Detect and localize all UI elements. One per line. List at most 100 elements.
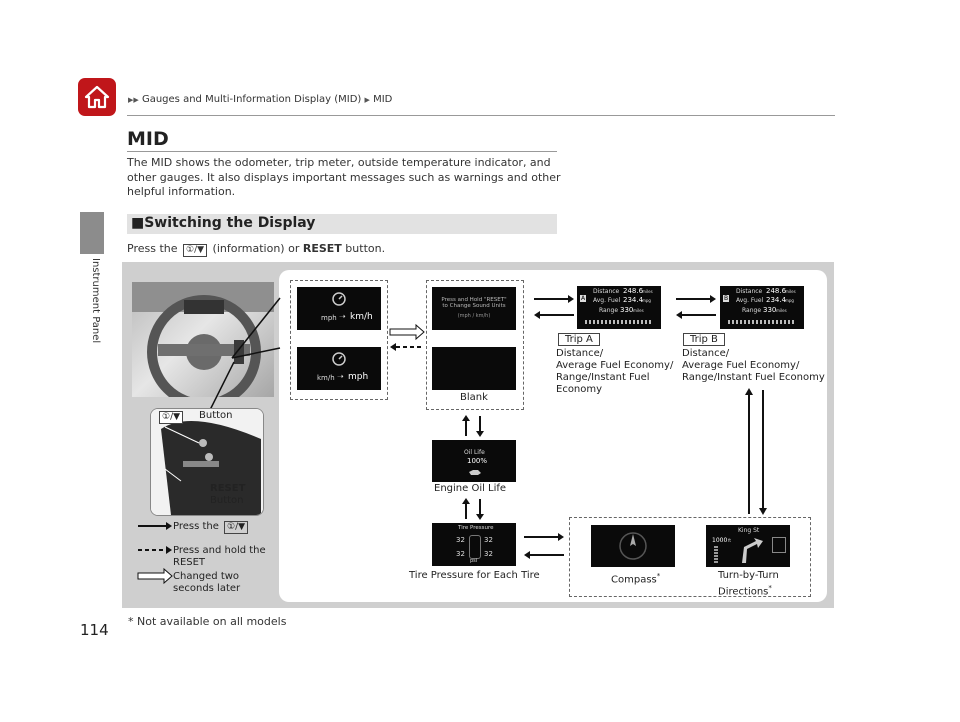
- tire-pressure-screen: Tire Pressure 32 32 32 32 psi: [432, 523, 516, 566]
- intro-paragraph: The MID shows the odometer, trip meter, …: [127, 156, 561, 198]
- trip-b-avg-unit: mpg: [785, 298, 794, 303]
- trip-a-line-1: Distance/: [556, 348, 604, 359]
- turn-caption-2-text: Directions: [718, 586, 769, 598]
- trip-a-avg-unit: mpg: [642, 298, 651, 303]
- reset-button-label: Button: [210, 495, 244, 506]
- header-rule: [127, 115, 835, 116]
- tire-unit: psi: [470, 558, 478, 564]
- trip-a-line-4: Economy: [556, 384, 603, 395]
- legend-press: Press the: [173, 521, 219, 532]
- legend-arrows: [137, 522, 173, 585]
- oil-tire-arrows: [462, 498, 484, 520]
- compass-icon: [619, 532, 647, 560]
- trip-b-range-value: 330: [763, 306, 777, 314]
- trip-a-letter: A: [580, 295, 586, 302]
- breadcrumb: ▶▶ Gauges and Multi-Information Display …: [128, 94, 392, 105]
- turn-distance-unit: ft: [728, 538, 731, 543]
- speedometer-icon: [332, 352, 346, 366]
- trip-b-screen: B Distance 248.6 miles Avg. Fuel 234.4 m…: [720, 286, 804, 329]
- units-group: [290, 280, 388, 400]
- compass-screen: [591, 525, 675, 567]
- trip-a-line-3: Range/Instant Fuel: [556, 372, 650, 383]
- trip-b-letter: B: [723, 295, 729, 302]
- instruction-reset: RESET: [302, 242, 342, 255]
- instruction-middle: (information) or: [212, 242, 300, 255]
- page-number: 114: [80, 621, 109, 639]
- trip-b-avg-value: 234.4: [766, 296, 787, 304]
- legend-info-key: ①/▼: [224, 521, 249, 534]
- turn-footnote-mark: *: [768, 584, 772, 592]
- home-icon: [84, 85, 110, 109]
- oil-can-icon: [469, 470, 481, 475]
- trip-a-distance-unit: miles: [642, 289, 653, 294]
- oil-life-screen-label: Oil Life: [464, 449, 485, 456]
- tripa-tripb-arrows: [676, 295, 716, 319]
- tripb-nav-arrows: [745, 388, 767, 515]
- instruction-before: Press the: [127, 242, 178, 255]
- breadcrumb-page: MID: [373, 94, 393, 105]
- sidebar-tab: [80, 212, 104, 254]
- trip-b-distance-unit: miles: [785, 289, 796, 294]
- trip-b-line-2: Average Fuel Economy/: [682, 360, 800, 371]
- press-hold-screen: Press and Hold "RESET" to Change Sound U…: [432, 287, 516, 330]
- speedometer-icon: [332, 292, 346, 306]
- title-rule: [127, 151, 557, 152]
- legend-reset: RESET: [173, 557, 206, 568]
- turn-distance-bar: [714, 545, 718, 563]
- turn-caption-1: Turn-by-Turn: [718, 570, 779, 581]
- turn-arrow-icon: [742, 538, 763, 563]
- kmh-to-mph-screen: km/h ➝ mph: [297, 347, 381, 390]
- tire-pressure-screen-label: Tire Pressure: [458, 525, 494, 531]
- trip-b-range-unit: miles: [776, 308, 787, 313]
- turn-by-turn-screen: King St 1000 ft: [706, 525, 790, 567]
- steering-button-inset: [150, 408, 264, 516]
- instruction-text: Press the ①/▼ (information) or RESET but…: [127, 242, 385, 257]
- section-heading: ■Switching the Display: [127, 214, 557, 234]
- info-key-icon: ①/▼: [183, 244, 208, 257]
- inset-info-key: ①/▼: [159, 411, 184, 424]
- trip-b-distance-value: 248.6: [766, 287, 787, 295]
- trip-b-line-3: Range/Instant Fuel Economy: [682, 372, 825, 383]
- car-outline-icon: [469, 535, 481, 559]
- turn-street-name: King St: [738, 527, 760, 534]
- blank-label: Blank: [460, 392, 488, 403]
- reset-label: RESET: [210, 483, 246, 494]
- tire-rl-value: 32: [456, 550, 465, 558]
- blank-screen: [432, 347, 516, 390]
- tire-fl-value: 32: [456, 536, 465, 544]
- unit-arrow-icon: ➝: [339, 312, 346, 321]
- unit-to: mph: [348, 372, 369, 382]
- tire-pressure-caption: Tire Pressure for Each Tire: [409, 570, 540, 581]
- oil-life-caption: Engine Oil Life: [434, 483, 507, 494]
- turn-caption-2: Directions*: [718, 582, 772, 598]
- lane-indicator-icon: [772, 537, 786, 553]
- trip-b-tag: Trip B: [683, 333, 725, 346]
- steering-wheel-photo: [132, 282, 274, 397]
- callout-lines: [209, 297, 281, 411]
- legend-changed: Changed two: [173, 571, 240, 582]
- trip-a-distance-value: 248.6: [623, 287, 644, 295]
- instruction-after: button.: [345, 242, 386, 255]
- unit-from: km/h: [317, 374, 335, 382]
- trip-a-fuel-bar: [585, 320, 653, 324]
- trip-a-distance-label: Distance: [593, 288, 620, 295]
- press-hold-screen-text: Press and Hold "RESET" to Change Sound U…: [441, 297, 507, 309]
- compass-caption: Compass*: [611, 570, 660, 586]
- trip-b-range-label: Range: [742, 307, 762, 314]
- trip-a-range-unit: miles: [633, 308, 644, 313]
- breadcrumb-section-link[interactable]: Gauges and Multi-Information Display (MI…: [141, 94, 362, 105]
- compass-footnote-mark: *: [656, 572, 661, 580]
- units-blank-arrows: [389, 323, 425, 351]
- compass-caption-text: Compass: [611, 574, 657, 586]
- inset-button-label: Button: [199, 410, 233, 421]
- unit-from: mph: [321, 314, 337, 322]
- trip-a-avg-value: 234.4: [623, 296, 644, 304]
- tire-compass-arrows: [524, 533, 564, 559]
- unit-to: km/h: [350, 312, 373, 322]
- trip-a-avg-label: Avg. Fuel: [593, 297, 621, 304]
- blank-group: [426, 280, 524, 410]
- turn-distance-value: 1000: [712, 537, 728, 544]
- home-button[interactable]: [78, 78, 116, 116]
- trip-b-avg-label: Avg. Fuel: [736, 297, 764, 304]
- oil-life-value: 100%: [467, 457, 488, 465]
